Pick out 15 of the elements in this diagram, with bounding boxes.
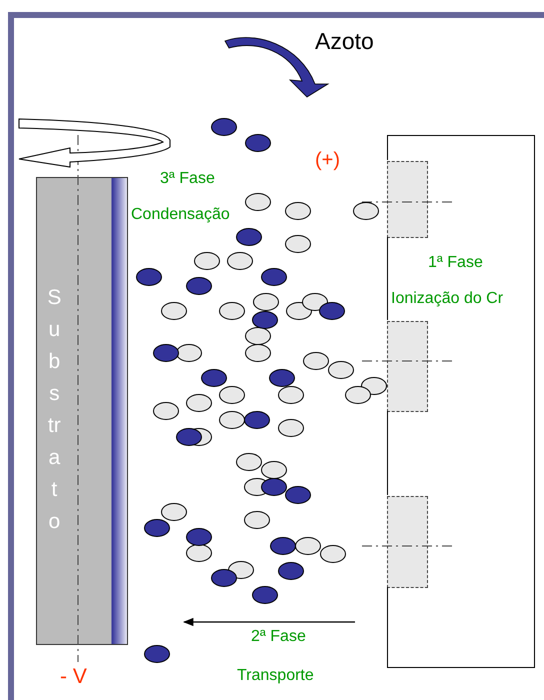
- polarity-label: (+): [315, 149, 340, 171]
- gas-label: Azoto: [315, 29, 374, 54]
- substrate-plate: [36, 177, 128, 645]
- cathode-box: [387, 135, 535, 668]
- voltage-label: - V: [60, 665, 87, 688]
- phase-description: Condensação: [131, 206, 230, 224]
- phase-label: 2ª Fase: [251, 628, 306, 646]
- phase-label: 1ª Fase: [428, 254, 483, 272]
- phase-description: Ionização do Cr: [391, 290, 504, 308]
- phase-label: 3ª Fase: [160, 170, 215, 188]
- target-plate: [387, 496, 428, 588]
- target-plate: [387, 321, 428, 412]
- substrate-label: Substrato: [47, 285, 62, 535]
- phase-description: Transporte: [237, 667, 314, 685]
- target-plate: [387, 161, 428, 238]
